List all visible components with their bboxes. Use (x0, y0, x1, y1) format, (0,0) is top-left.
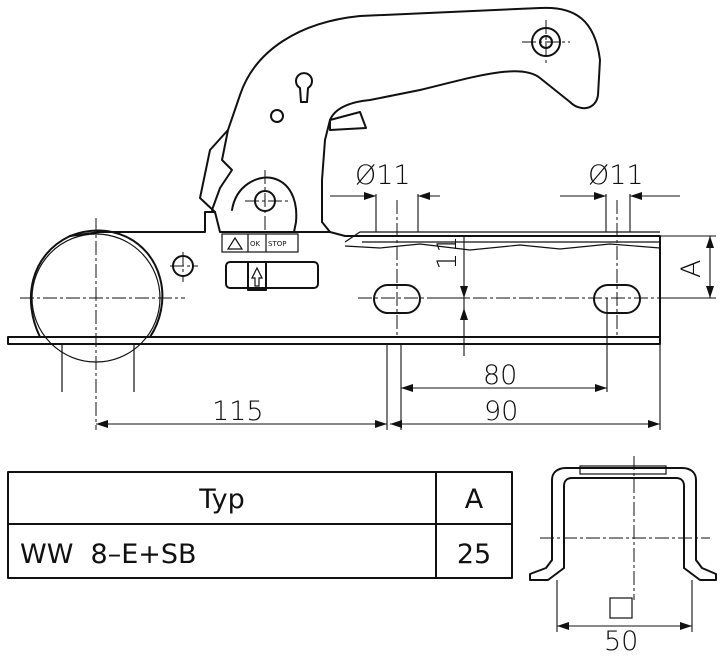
table-header-a: A (465, 484, 484, 515)
dim-slot-offset: 11 (432, 236, 463, 270)
label-ok: OK (250, 240, 261, 248)
ball-socket (29, 229, 164, 338)
dim-hole-dia-left: Ø11 (355, 160, 411, 191)
label-dividers (247, 234, 267, 252)
dim-hole-spacing: 80 (483, 360, 517, 391)
dim-hole-to-end: 90 (484, 396, 518, 427)
lever-grip (329, 111, 367, 131)
slot-right (593, 284, 641, 314)
warning-label-plate: OK STOP (221, 233, 319, 291)
slot-left (373, 284, 421, 314)
pivot-boss (231, 176, 298, 233)
square-symbol (609, 597, 633, 619)
indicator-slider (247, 261, 267, 291)
profile-top-plate (579, 465, 667, 475)
table-cell-a: 25 (457, 539, 491, 570)
table-grid (7, 471, 513, 579)
dim-height-a: A (676, 260, 707, 278)
dimension-lines: Ø11 Ø11 11 A 80 115 90 (96, 160, 716, 430)
type-table: Typ A WW 8–E+SB 25 (7, 471, 513, 579)
lever-handle (199, 6, 601, 233)
lever-lower (211, 129, 233, 211)
label-stop: STOP (268, 240, 286, 248)
indicator-hole (270, 109, 284, 123)
profile-outer (529, 467, 717, 581)
profile-section-view: 50 (529, 456, 717, 656)
warning-icon (226, 236, 244, 250)
table-header-typ: Typ (198, 484, 244, 515)
dim-ball-to-hole: 115 (212, 396, 264, 427)
arrow-up-icon (251, 266, 263, 287)
dim-profile-width: 50 (604, 626, 638, 656)
base-plate (7, 336, 661, 345)
keyhole (295, 72, 313, 103)
table-cell-type: WW 8–E+SB (20, 539, 197, 570)
centre-lines (20, 20, 660, 430)
housing-front (69, 231, 161, 237)
housing-top (159, 211, 661, 338)
indicator-window (225, 261, 319, 289)
coupling-side-view: OK STOP (7, 6, 661, 392)
break-line (344, 243, 661, 251)
dim-hole-dia-right: Ø11 (588, 160, 644, 191)
ball-shank (61, 344, 135, 392)
label-frame (221, 233, 299, 253)
